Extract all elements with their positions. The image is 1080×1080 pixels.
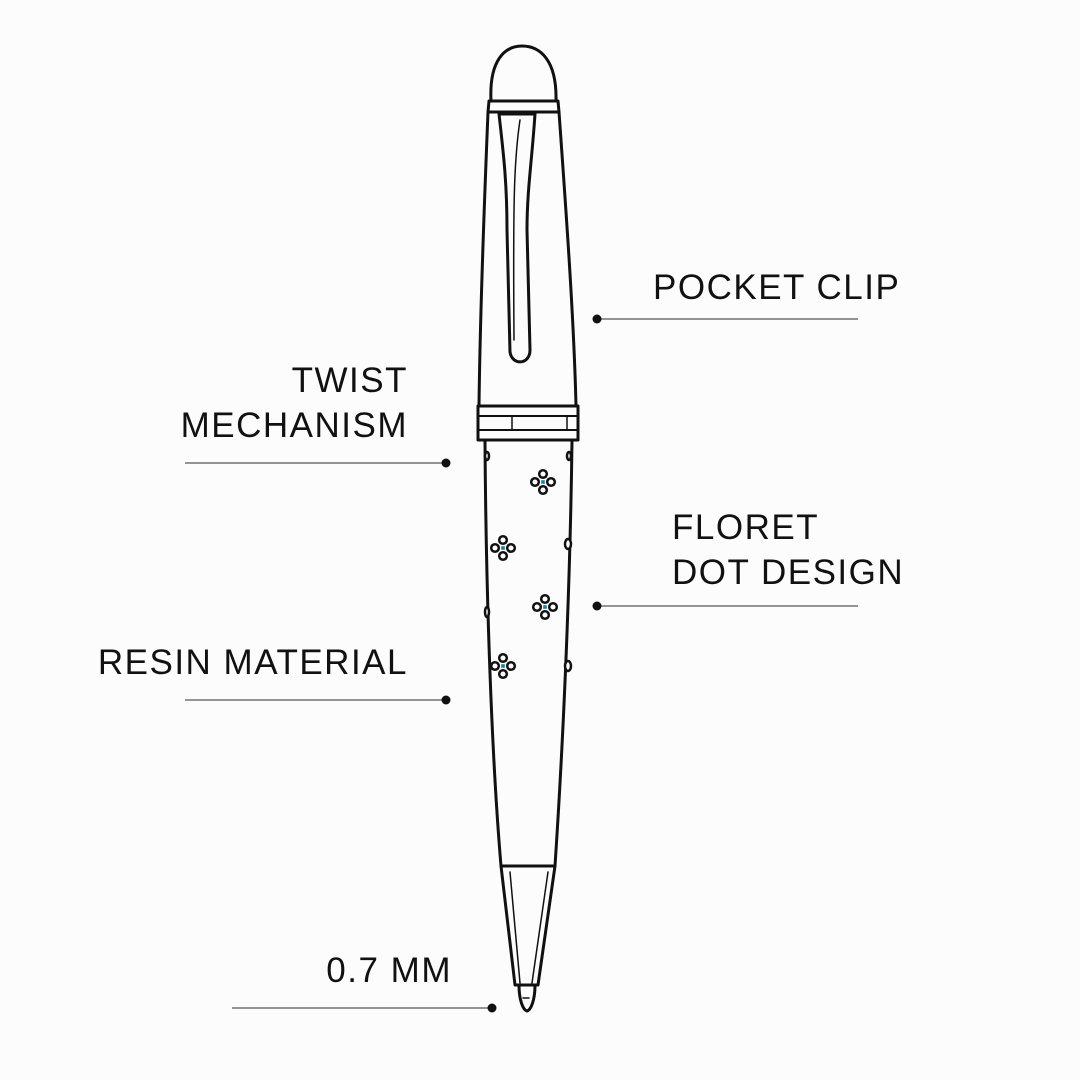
cap-top-dome: [489, 44, 558, 103]
tip-cone: [499, 864, 557, 987]
twist-ring: [476, 404, 580, 442]
barrel: [483, 439, 574, 868]
leader-lines: [185, 318, 858, 1009]
label-twist-line2: MECHANISM: [180, 406, 408, 445]
floret-dot: [529, 468, 557, 496]
label-floret-line1: FLORET: [672, 508, 820, 547]
label-tip-size: 0.7 MM: [326, 951, 452, 990]
label-twist-line1: TWIST: [291, 361, 408, 400]
label-floret-line2: DOT DESIGN: [672, 553, 905, 592]
leader-dots: [441, 314, 602, 1013]
floret-dot: [531, 593, 559, 621]
pocket-clip: [497, 112, 537, 364]
floret-dot: [489, 534, 517, 562]
floret-dot: [489, 652, 517, 680]
label-resin-material: RESIN MATERIAL: [97, 643, 408, 682]
ballpoint-tip: [517, 983, 537, 1013]
cap-band: [486, 99, 561, 114]
label-pocket-clip: POCKET CLIP: [653, 268, 901, 307]
